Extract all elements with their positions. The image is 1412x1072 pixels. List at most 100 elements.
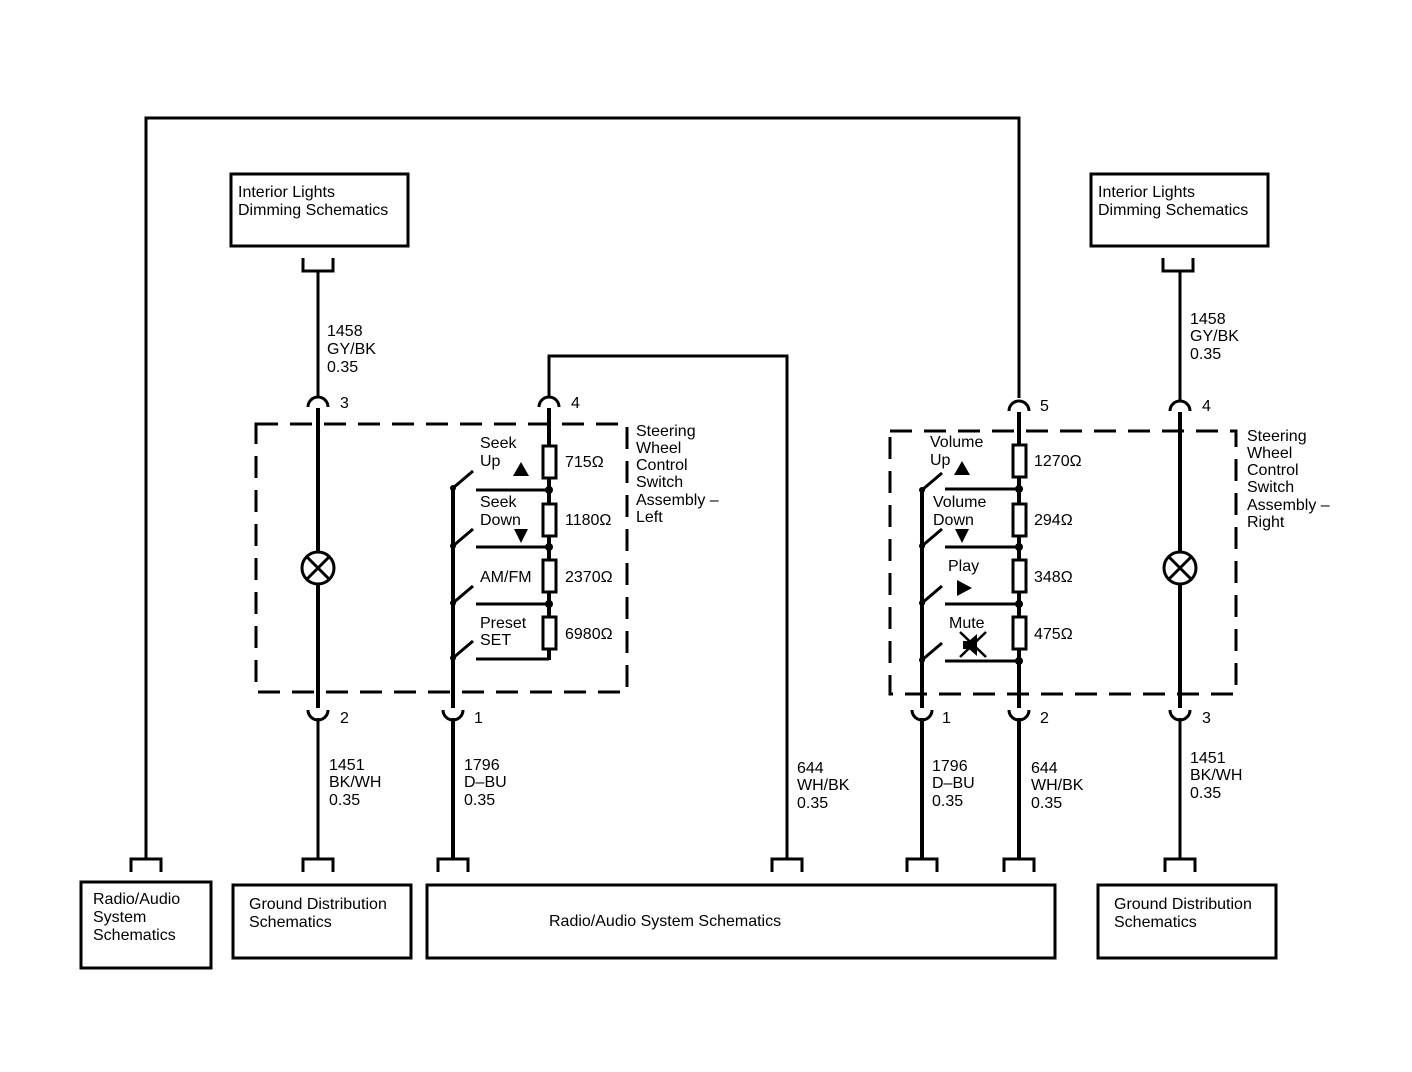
resistor-left-2 — [541, 502, 558, 538]
connector-bracket — [436, 857, 470, 872]
svg-text:1458: 1458 — [1190, 311, 1226, 328]
box-text: Interior Lights — [1098, 184, 1195, 201]
arrow-down-icon — [955, 529, 969, 543]
svg-text:Right: Right — [1247, 514, 1285, 531]
pin-4-left — [537, 395, 561, 408]
switch-right-2 — [919, 527, 1019, 549]
wire-label-1451-left: 1451 BK/WH 0.35 — [329, 757, 381, 809]
svg-text:Left: Left — [636, 509, 663, 526]
box-text: Dimming Schematics — [1098, 202, 1248, 219]
svg-text:0.35: 0.35 — [932, 793, 963, 810]
svg-text:Steering: Steering — [636, 423, 696, 440]
svg-text:Assembly –: Assembly – — [636, 492, 719, 509]
lamp-icon — [1162, 550, 1198, 586]
radio-audio-box-main[interactable]: Radio/Audio System Schematics — [425, 883, 1057, 960]
switch-label: SET — [480, 632, 511, 649]
svg-text:644: 644 — [797, 760, 824, 777]
pin-5-right — [1007, 399, 1031, 412]
svg-text:Control: Control — [636, 457, 688, 474]
switch-left-3 — [450, 584, 549, 606]
switch-right-1 — [919, 471, 1019, 493]
resistor-right-1 — [1011, 443, 1028, 479]
arrow-up-icon — [513, 462, 529, 476]
pin-4-right — [1168, 399, 1192, 412]
svg-text:1451: 1451 — [1190, 750, 1226, 767]
box-text: Interior Lights — [238, 184, 335, 201]
box-text: Schematics — [1114, 914, 1197, 931]
resistor-value: 294Ω — [1034, 512, 1073, 529]
resistor-right-3 — [1011, 558, 1028, 594]
svg-text:1796: 1796 — [932, 758, 968, 775]
svg-text:1796: 1796 — [464, 757, 500, 774]
resistor-value: 2370Ω — [565, 569, 613, 586]
ground-distribution-box-right[interactable]: Ground Distribution Schematics — [1096, 883, 1278, 960]
box-text: Schematics — [249, 914, 332, 931]
play-icon — [957, 580, 972, 596]
switch-left-2 — [450, 527, 549, 549]
dimming-box-right[interactable]: Interior Lights Dimming Schematics — [1089, 172, 1270, 248]
connector-bracket — [301, 857, 335, 872]
connector-bracket — [905, 857, 939, 872]
svg-text:0.35: 0.35 — [464, 792, 495, 809]
assembly-left-title: Steering Wheel Control Switch Assembly –… — [636, 423, 719, 526]
svg-text:GY/BK: GY/BK — [327, 341, 376, 358]
switch-label: Play — [948, 558, 979, 575]
resistor-left-4 — [541, 615, 558, 651]
switch-label: AM/FM — [480, 569, 532, 586]
svg-text:Wheel: Wheel — [1247, 445, 1292, 462]
switch-label: Volume — [933, 494, 986, 511]
svg-text:WH/BK: WH/BK — [797, 777, 850, 794]
switch-label: Down — [933, 512, 974, 529]
pin-label: 3 — [340, 395, 349, 412]
resistor-value: 1180Ω — [565, 512, 611, 529]
switch-left-4 — [450, 639, 549, 661]
dimming-box-left[interactable]: Interior Lights Dimming Schematics — [229, 172, 410, 248]
svg-text:Steering: Steering — [1247, 428, 1307, 445]
switch-right-3 — [919, 584, 1019, 606]
svg-text:1451: 1451 — [329, 757, 365, 774]
switch-left-1 — [450, 469, 549, 492]
pin-label: 2 — [340, 710, 349, 727]
switch-label: Down — [480, 512, 521, 529]
box-text: System — [93, 909, 146, 926]
pin-label: 4 — [1202, 398, 1211, 415]
switch-label: Preset — [480, 615, 527, 632]
resistor-right-4 — [1011, 615, 1028, 651]
wire-644-left — [547, 354, 789, 858]
svg-text:0.35: 0.35 — [1190, 785, 1221, 802]
svg-text:0.35: 0.35 — [1031, 795, 1062, 812]
wire-label-644-mid: 644 WH/BK 0.35 — [797, 760, 850, 812]
switch-label: Mute — [949, 615, 985, 632]
mute-icon — [959, 631, 987, 658]
svg-text:GY/BK: GY/BK — [1190, 328, 1239, 345]
svg-text:1458: 1458 — [327, 323, 363, 340]
ground-distribution-box-left[interactable]: Ground Distribution Schematics — [231, 883, 413, 960]
wire-outer-loop — [144, 116, 1021, 858]
switch-label: Up — [480, 453, 501, 470]
resistor-value: 475Ω — [1034, 626, 1073, 643]
svg-text:644: 644 — [1031, 760, 1058, 777]
switch-label: Seek — [480, 435, 517, 452]
svg-text:0.35: 0.35 — [797, 795, 828, 812]
wire-label-644-right: 644 WH/BK 0.35 — [1031, 760, 1084, 812]
box-text: Dimming Schematics — [238, 202, 388, 219]
svg-text:BK/WH: BK/WH — [329, 774, 381, 791]
box-text: Radio/Audio — [93, 891, 180, 908]
resistor-value: 1270Ω — [1034, 453, 1082, 470]
assembly-right-title: Steering Wheel Control Switch Assembly –… — [1247, 428, 1330, 531]
svg-text:0.35: 0.35 — [329, 792, 360, 809]
lamp-icon — [300, 550, 336, 586]
connector-bracket — [1002, 857, 1036, 872]
switch-label: Seek — [480, 494, 517, 511]
pin-label: 4 — [571, 395, 580, 412]
switch-label: Volume — [930, 434, 983, 451]
radio-audio-box-small[interactable]: Radio/Audio System Schematics — [79, 880, 213, 970]
box-text: Radio/Audio System Schematics — [549, 913, 781, 930]
arrow-down-icon — [514, 529, 528, 543]
svg-text:WH/BK: WH/BK — [1031, 777, 1084, 794]
pin-label: 3 — [1202, 710, 1211, 727]
svg-text:D–BU: D–BU — [932, 775, 975, 792]
connector-bracket — [1161, 258, 1195, 273]
pin-3-left — [306, 395, 330, 408]
